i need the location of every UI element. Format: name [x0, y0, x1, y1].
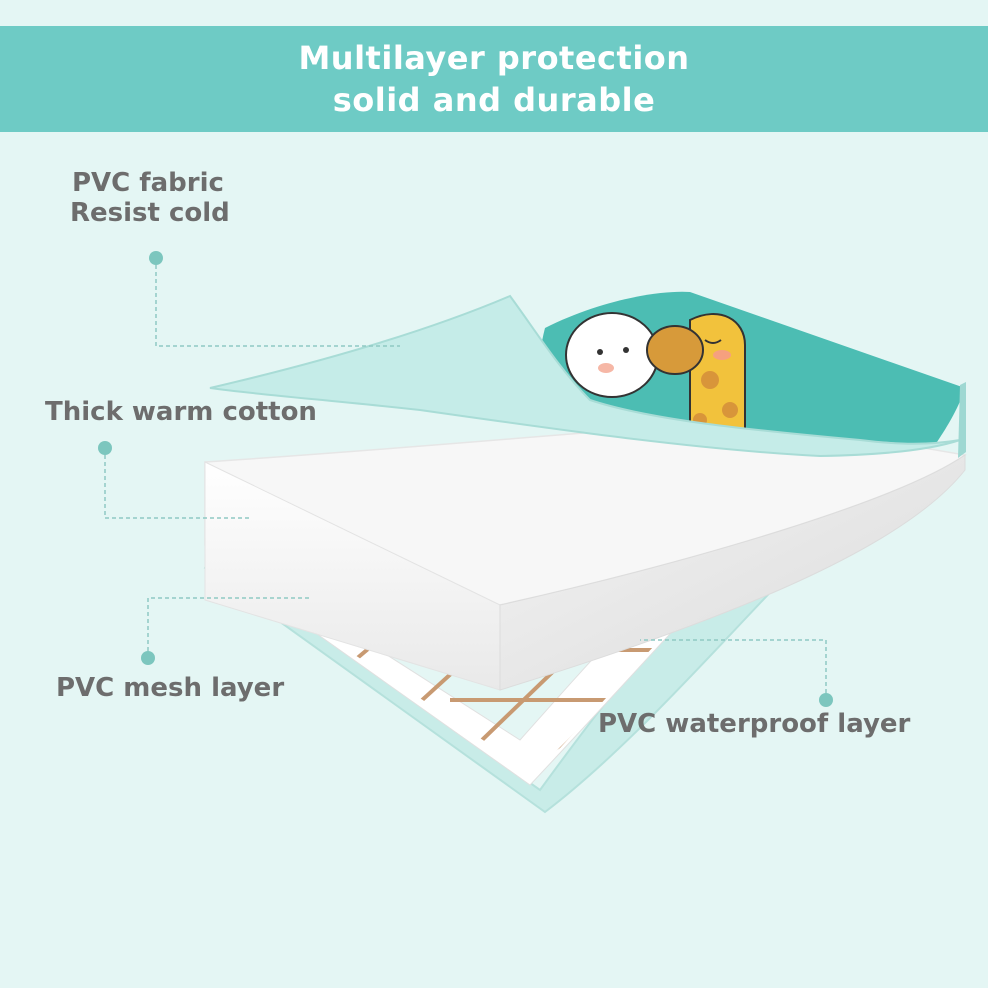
header-title-line2: solid and durable	[332, 81, 656, 119]
label-pvc-fabric: PVC fabric	[72, 168, 224, 198]
callout-dot-icon	[141, 651, 155, 665]
label-waterproof-layer: PVC waterproof layer	[598, 709, 911, 739]
header-banner: Multilayer protection solid and durable	[0, 26, 988, 132]
leader-line-cotton	[104, 448, 250, 519]
label-mesh-layer: PVC mesh layer	[56, 673, 285, 703]
label-resist-cold: Resist cold	[70, 198, 230, 228]
callout-dot-icon	[98, 441, 112, 455]
callout-dot-icon	[819, 693, 833, 707]
pvc-fabric-layer	[209, 291, 966, 458]
cotton-layer-block	[204, 419, 967, 691]
leader-line-waterproof	[640, 639, 827, 700]
giraffe-print-icon	[565, 312, 746, 441]
leader-line-mesh	[147, 597, 310, 658]
leader-line-pvc-fabric	[155, 258, 400, 347]
label-thick-cotton: Thick warm cotton	[45, 397, 317, 427]
callout-dot-icon	[149, 251, 163, 265]
header-title-line1: Multilayer protection	[298, 39, 690, 77]
